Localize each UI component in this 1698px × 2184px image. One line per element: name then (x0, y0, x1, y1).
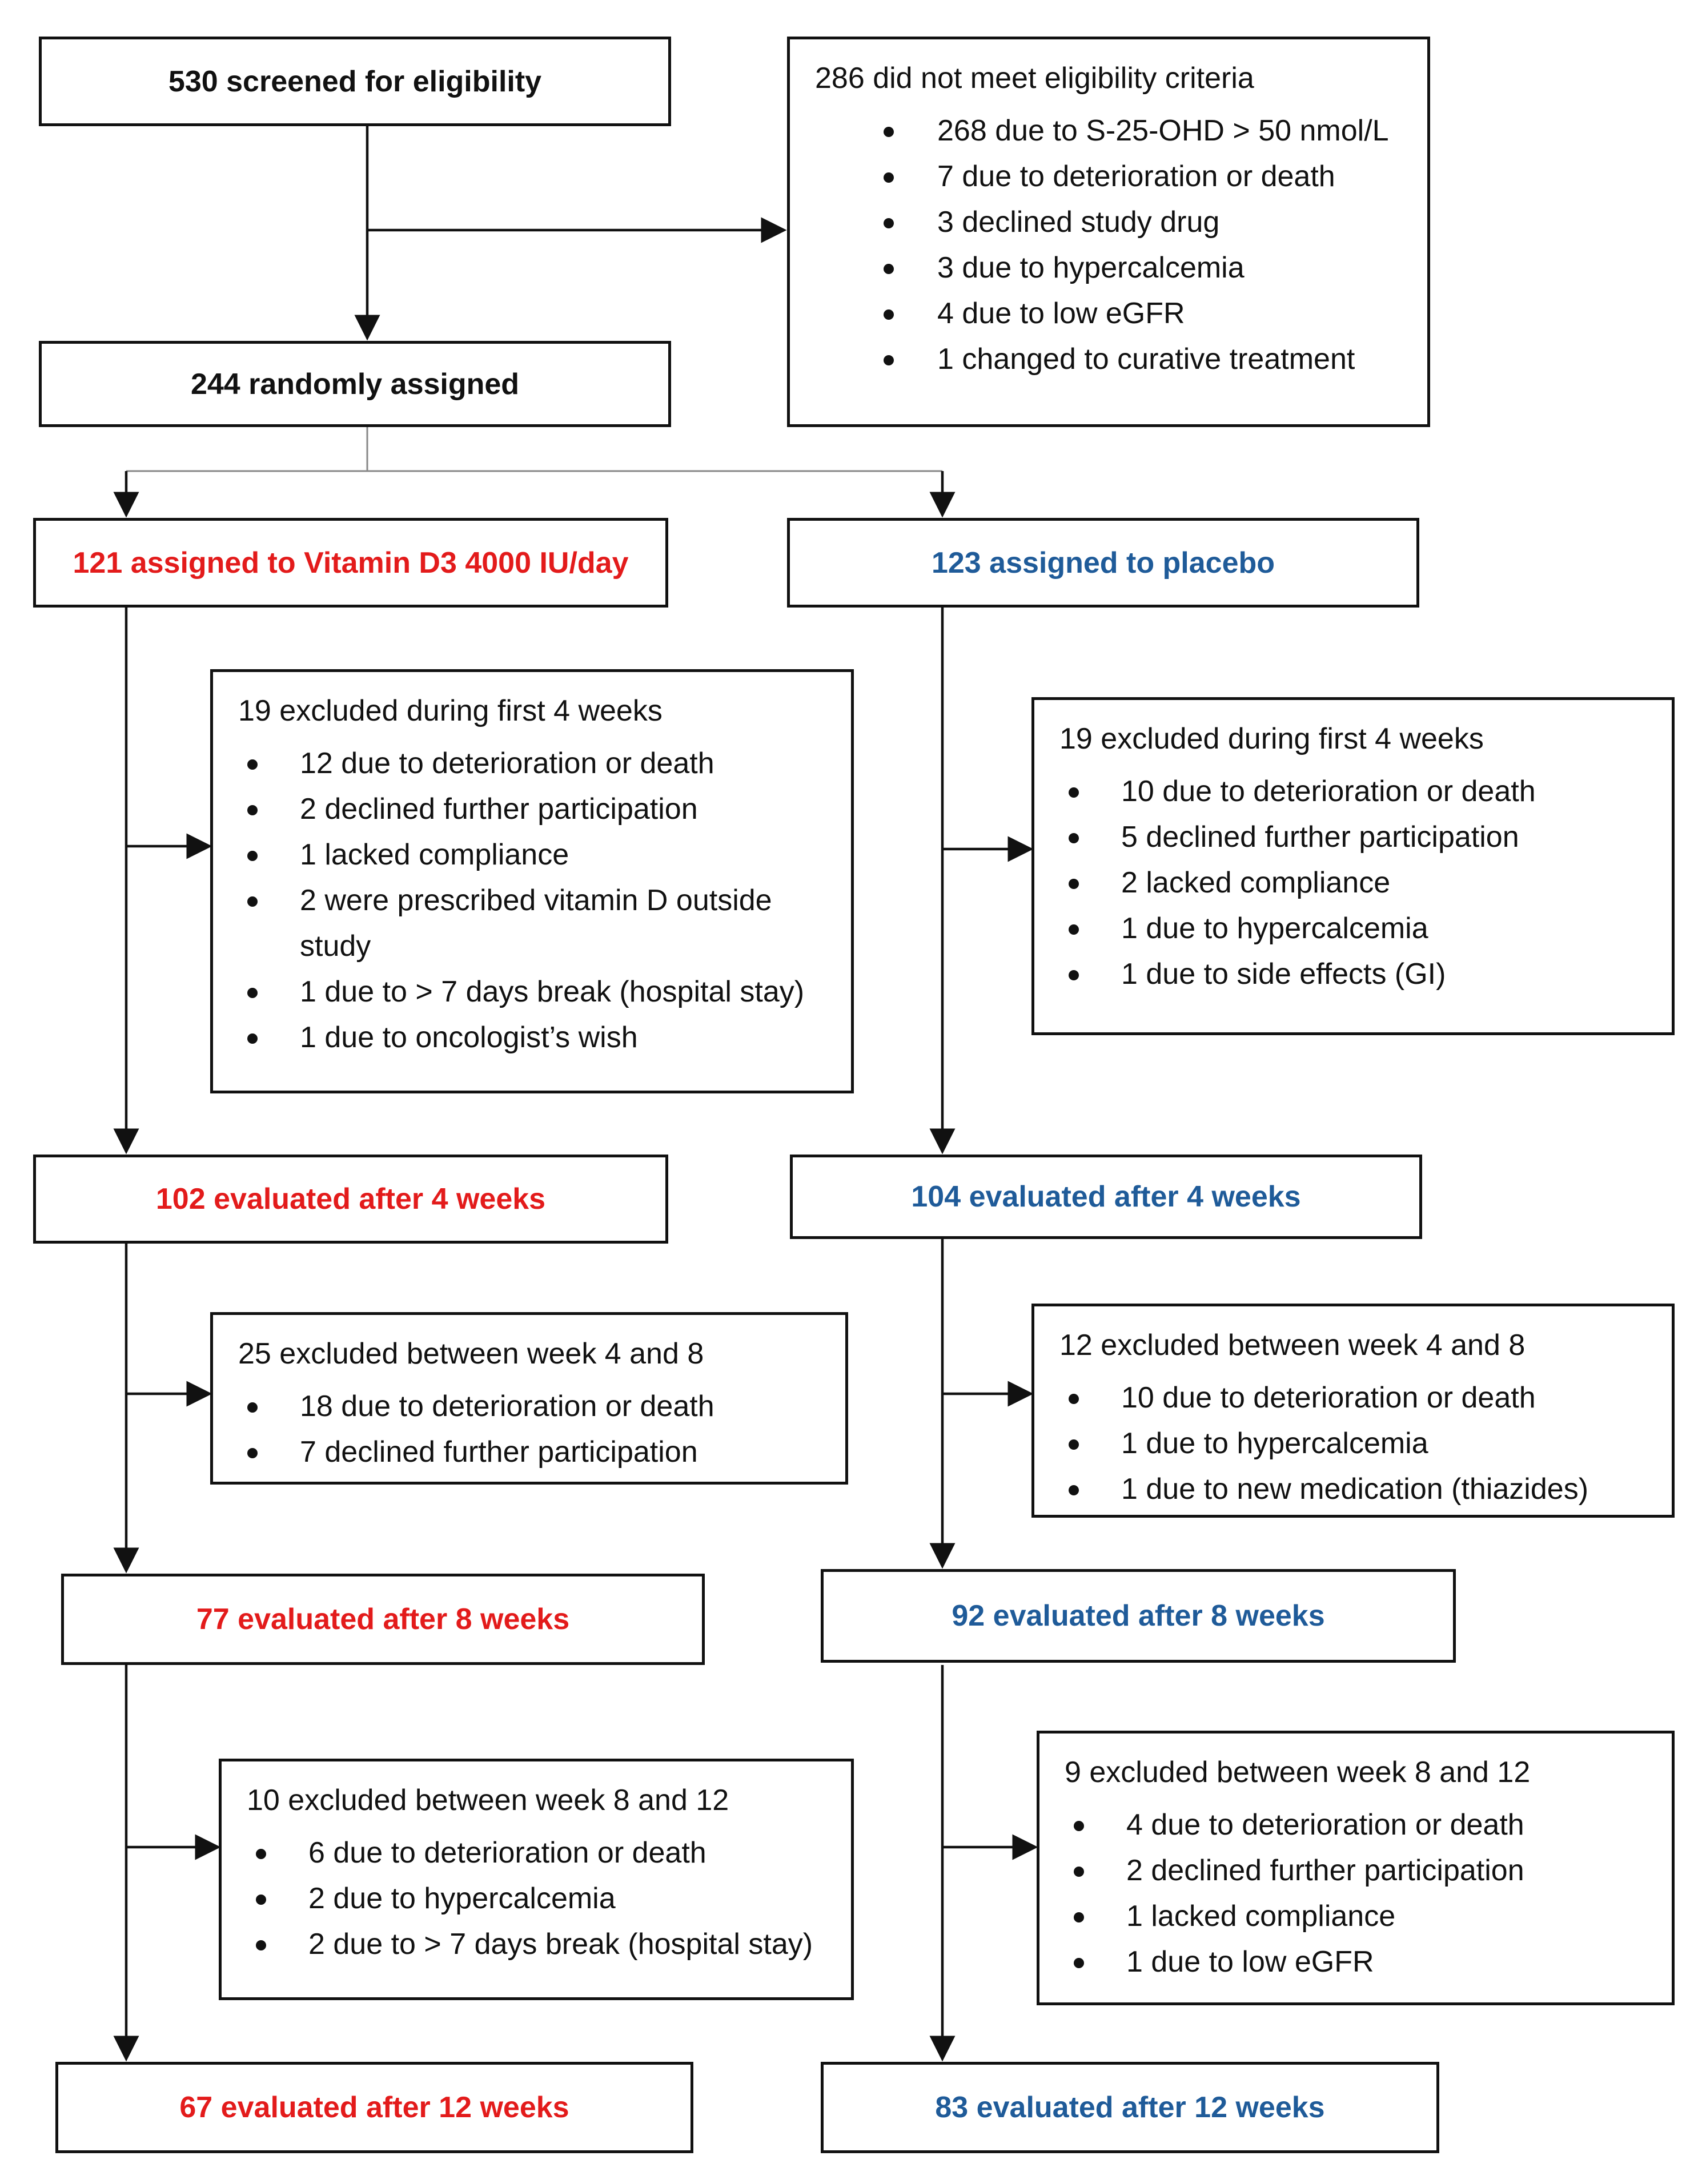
list-item: 4 due to deterioration or death (1065, 1802, 1647, 1848)
vitd-assigned-box: 121 assigned to Vitamin D3 4000 IU/day (33, 518, 668, 608)
placebo-exclusion-list-3: 4 due to deterioration or death 2 declin… (1065, 1802, 1647, 1985)
list-item: 10 due to deterioration or death (1059, 1375, 1647, 1421)
list-item: 2 declined further participation (238, 786, 826, 832)
list-item: 1 lacked compliance (238, 832, 826, 878)
list-item: 1 changed to curative treatment (815, 336, 1402, 382)
list-item: 1 due to side effects (GI) (1059, 951, 1647, 997)
list-item: 12 due to deterioration or death (238, 741, 826, 786)
vitd-exclusion-title-3: 10 excluded between week 8 and 12 (247, 1784, 729, 1817)
screened-label: 530 screened for eligibility (168, 65, 542, 98)
not-eligible-title: 286 did not meet eligibility criteria (815, 62, 1254, 95)
list-item: 2 due to hypercalcemia (247, 1876, 826, 1921)
vitd-assigned-label: 121 assigned to Vitamin D3 4000 IU/day (73, 546, 629, 580)
vitd-eval4-box: 102 evaluated after 4 weeks (33, 1155, 668, 1244)
list-item: 10 due to deterioration or death (1059, 769, 1647, 814)
placebo-eval8-box: 92 evaluated after 8 weeks (821, 1569, 1456, 1663)
vitd-eval12-box: 67 evaluated after 12 weeks (55, 2062, 693, 2153)
list-item: 1 due to oncologist’s wish (238, 1015, 826, 1060)
placebo-assigned-box: 123 assigned to placebo (787, 518, 1419, 608)
vitd-exclusion-list-2: 18 due to deterioration or death 7 decli… (238, 1383, 820, 1475)
placebo-exclusion-title-3: 9 excluded between week 8 and 12 (1065, 1756, 1531, 1789)
list-item: 2 were prescribed vitamin D outside stud… (238, 878, 826, 969)
list-item: 268 due to S-25-OHD > 50 nmol/L (815, 108, 1402, 154)
vitd-exclusion-box-3: 10 excluded between week 8 and 12 6 due … (219, 1759, 854, 2000)
not-eligible-list: 268 due to S-25-OHD > 50 nmol/L 7 due to… (815, 108, 1402, 382)
placebo-exclusion-box-2: 12 excluded between week 4 and 8 10 due … (1031, 1304, 1675, 1518)
list-item: 18 due to deterioration or death (238, 1383, 820, 1429)
list-item: 1 due to hypercalcemia (1059, 1421, 1647, 1466)
list-item: 2 due to > 7 days break (hospital stay) (247, 1921, 826, 1967)
list-item: 3 due to hypercalcemia (815, 245, 1402, 291)
vitd-eval12-label: 67 evaluated after 12 weeks (179, 2091, 569, 2124)
list-item: 1 due to hypercalcemia (1059, 906, 1647, 951)
list-item: 1 due to > 7 days break (hospital stay) (238, 969, 826, 1015)
list-item: 1 lacked compliance (1065, 1893, 1647, 1939)
placebo-exclusion-box-3: 9 excluded between week 8 and 12 4 due t… (1037, 1731, 1675, 2005)
vitd-exclusion-box-2: 25 excluded between week 4 and 8 18 due … (210, 1312, 848, 1485)
screened-box: 530 screened for eligibility (39, 37, 671, 126)
vitd-exclusion-list-3: 6 due to deterioration or death 2 due to… (247, 1830, 826, 1967)
list-item: 7 due to deterioration or death (815, 154, 1402, 199)
list-item: 2 declined further participation (1065, 1848, 1647, 1893)
placebo-exclusion-title-2: 12 excluded between week 4 and 8 (1059, 1329, 1526, 1362)
placebo-eval8-label: 92 evaluated after 8 weeks (952, 1599, 1325, 1632)
list-item: 3 declined study drug (815, 199, 1402, 245)
list-item: 1 due to new medication (thiazides) (1059, 1466, 1647, 1512)
vitd-exclusion-title-2: 25 excluded between week 4 and 8 (238, 1337, 704, 1370)
placebo-exclusion-box-1: 19 excluded during first 4 weeks 10 due … (1031, 697, 1675, 1035)
not-eligible-box: 286 did not meet eligibility criteria 26… (787, 37, 1430, 427)
list-item: 7 declined further participation (238, 1429, 820, 1475)
placebo-assigned-label: 123 assigned to placebo (931, 546, 1275, 580)
placebo-exclusion-list-2: 10 due to deterioration or death 1 due t… (1059, 1375, 1647, 1512)
placebo-exclusion-title-1: 19 excluded during first 4 weeks (1059, 722, 1484, 755)
list-item: 1 due to low eGFR (1065, 1939, 1647, 1985)
placebo-eval4-label: 104 evaluated after 4 weeks (911, 1180, 1301, 1213)
vitd-eval8-label: 77 evaluated after 8 weeks (196, 1603, 570, 1636)
randomized-label: 244 randomly assigned (190, 367, 520, 401)
vitd-exclusion-title-1: 19 excluded during first 4 weeks (238, 694, 663, 727)
list-item: 5 declined further participation (1059, 814, 1647, 860)
vitd-eval4-label: 102 evaluated after 4 weeks (155, 1183, 546, 1216)
placebo-eval12-label: 83 evaluated after 12 weeks (935, 2091, 1325, 2124)
placebo-eval4-box: 104 evaluated after 4 weeks (790, 1155, 1422, 1239)
vitd-eval8-box: 77 evaluated after 8 weeks (61, 1574, 705, 1665)
list-item: 4 due to low eGFR (815, 291, 1402, 336)
vitd-exclusion-box-1: 19 excluded during first 4 weeks 12 due … (210, 669, 854, 1093)
placebo-eval12-box: 83 evaluated after 12 weeks (821, 2062, 1439, 2153)
list-item: 2 lacked compliance (1059, 860, 1647, 906)
list-item: 6 due to deterioration or death (247, 1830, 826, 1876)
placebo-exclusion-list-1: 10 due to deterioration or death 5 decli… (1059, 769, 1647, 997)
randomized-box: 244 randomly assigned (39, 341, 671, 427)
vitd-exclusion-list-1: 12 due to deterioration or death 2 decli… (238, 741, 826, 1060)
